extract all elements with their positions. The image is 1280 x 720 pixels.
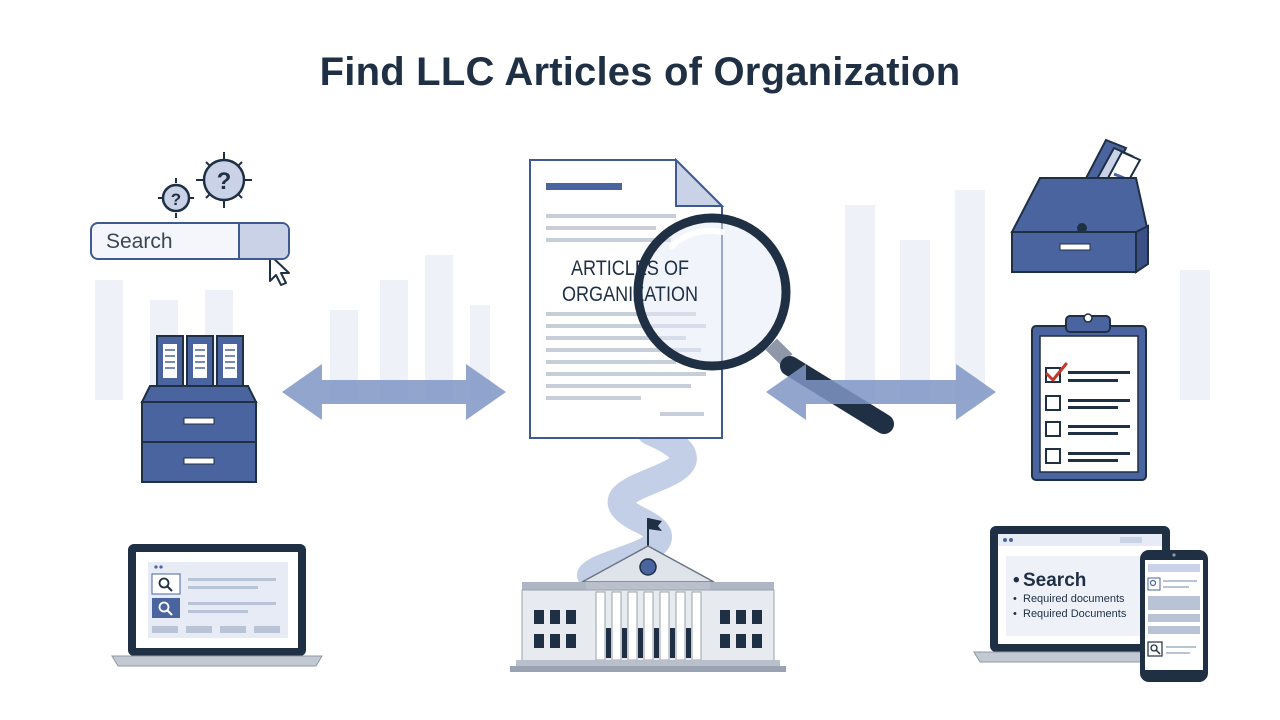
device-line-1: Required documents <box>1023 593 1125 605</box>
double-arrow-icon <box>766 364 996 420</box>
document-heading-line1: ARTICLES OF <box>570 257 690 280</box>
search-placeholder: Search <box>106 230 173 253</box>
phone-icon <box>1140 550 1208 682</box>
svg-text:?: ? <box>217 168 232 195</box>
double-arrow-icon <box>282 364 506 420</box>
laptop-icon <box>111 544 323 667</box>
search-button <box>238 224 288 258</box>
device-line-2: Required Documents <box>1023 608 1127 620</box>
document-heading: ARTICLES OF ORGANIZATION <box>553 256 708 308</box>
cursor-icon <box>269 254 290 286</box>
checklist-clipboard-icon <box>1031 313 1147 481</box>
archive-box-icon <box>1010 138 1150 274</box>
page-title: Find LLC Articles of Organization <box>319 50 961 94</box>
tablet-icon <box>973 526 1187 663</box>
question-bubble-icon: ? ? <box>158 152 252 218</box>
government-building-icon <box>510 518 786 672</box>
search-input: Search <box>90 222 290 260</box>
file-cabinet-icon <box>140 335 258 483</box>
svg-text:?: ? <box>171 190 181 209</box>
device-search-label: Search <box>1023 570 1087 591</box>
document-heading-line2: ORGANIZATION <box>561 283 699 306</box>
device-screen-content: •Search •Required documents •Required Do… <box>1013 570 1127 620</box>
